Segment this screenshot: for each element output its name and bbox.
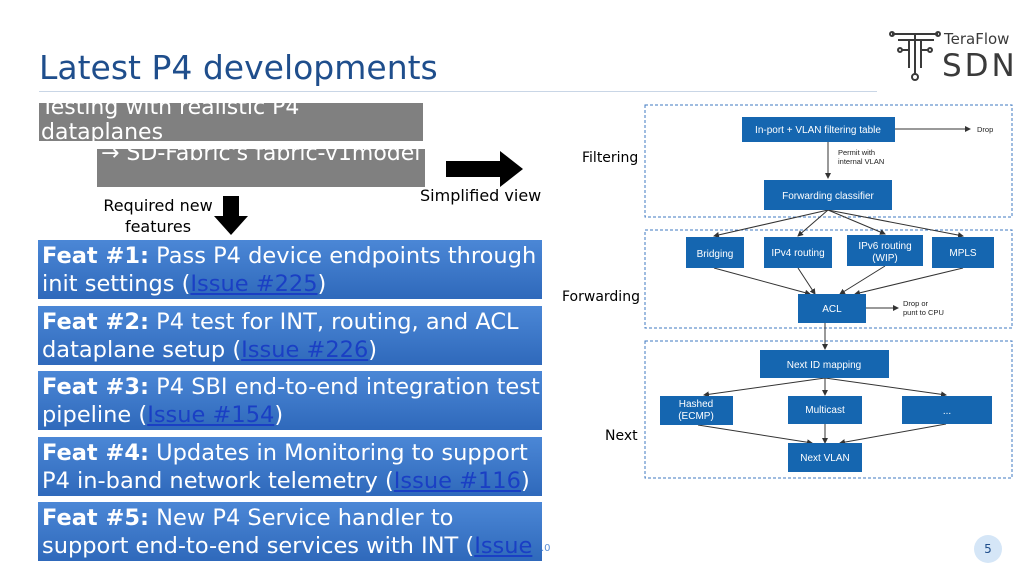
next-vlan-text: Next VLAN bbox=[800, 453, 849, 464]
page-number-badge: 5 bbox=[974, 535, 1002, 563]
page-title: Latest P4 developments bbox=[39, 48, 438, 87]
feature-box-3: Feat #3: P4 SBI end-to-end integration t… bbox=[38, 371, 542, 430]
acl-box bbox=[798, 294, 866, 323]
forwarding-stage-frame bbox=[644, 229, 1013, 329]
multicast-text: Multicast bbox=[805, 405, 845, 416]
sd-fabric-box: → SD-Fabric's fabric-v1model bbox=[97, 149, 425, 187]
permit-text-1: Permit with bbox=[838, 148, 875, 157]
ipv4-routing-box bbox=[764, 237, 832, 268]
issue-link[interactable]: Issue #118 bbox=[474, 533, 533, 559]
ellipsis-text: ... bbox=[943, 406, 951, 417]
feature-label: Feat #2: bbox=[42, 309, 149, 335]
feature-text: Updates in Monitoring to support P4 in-b… bbox=[42, 440, 528, 494]
feature-box-2: Feat #2: P4 test for INT, routing, and A… bbox=[38, 306, 542, 365]
feature-close: ) bbox=[520, 468, 530, 494]
hashed-text-2: (ECMP) bbox=[678, 411, 714, 422]
right-arrow-icon bbox=[446, 151, 523, 187]
issue-link[interactable]: Issue #226 bbox=[241, 337, 369, 363]
bridging-text: Bridging bbox=[697, 249, 734, 260]
drop-text: Drop bbox=[977, 125, 993, 134]
feature-text: New P4 Service handler to support end-to… bbox=[42, 505, 475, 559]
filtering-stage-frame bbox=[644, 104, 1013, 218]
forwarding-classifier-box bbox=[764, 180, 892, 210]
multicast-box bbox=[788, 396, 862, 424]
drop-punt-text-1: Drop or bbox=[903, 299, 929, 308]
mpls-text: MPLS bbox=[949, 248, 977, 259]
simplified-view-label: Simplified view bbox=[420, 186, 542, 205]
bridging-box bbox=[686, 237, 744, 268]
next-stage-frame bbox=[644, 340, 1013, 479]
title-divider bbox=[39, 91, 877, 92]
inport-vlan-table-box bbox=[742, 117, 895, 142]
feature-label: Feat #4: bbox=[42, 440, 149, 466]
sd-fabric-text: → SD-Fabric's fabric-v1model bbox=[101, 149, 421, 166]
issue-link[interactable]: Issue #225 bbox=[190, 271, 318, 297]
ipv6-routing-box bbox=[847, 235, 923, 266]
testing-header-text: Testing with realistic P4 dataplanes bbox=[41, 103, 300, 141]
inport-vlan-table-text: In-port + VLAN filtering table bbox=[755, 125, 881, 136]
feature-text: P4 SBI end-to-end integration test pipel… bbox=[42, 374, 540, 428]
feature-close: ) bbox=[317, 271, 327, 297]
stage-label-forwarding: Forwarding bbox=[562, 289, 640, 305]
feature-box-5: Feat #5: New P4 Service handler to suppo… bbox=[38, 502, 542, 561]
next-id-mapping-text: Next ID mapping bbox=[787, 360, 861, 371]
drop-punt-text-2: punt to CPU bbox=[903, 308, 944, 317]
testing-header-box: Testing with realistic P4 dataplanes bbox=[39, 103, 423, 141]
down-arrow-icon bbox=[214, 196, 248, 235]
feature-label: Feat #3: bbox=[42, 374, 149, 400]
stage-label-next: Next bbox=[605, 428, 638, 444]
forwarding-classifier-text: Forwarding classifier bbox=[782, 191, 874, 202]
required-features-label: Required new features bbox=[103, 196, 213, 236]
feature-text: Pass P4 device endpoints through init se… bbox=[42, 243, 537, 297]
feature-label: Feat #5: bbox=[42, 505, 149, 531]
next-vlan-box bbox=[788, 443, 862, 472]
feature-box-4: Feat #4: Updates in Monitoring to suppor… bbox=[38, 437, 542, 496]
permit-text-2: internal VLAN bbox=[838, 157, 884, 166]
logo-text-sdn: SDN bbox=[942, 48, 1018, 84]
feature-text: P4 test for INT, routing, and ACL datapl… bbox=[42, 309, 519, 363]
feature-close: ) bbox=[368, 337, 378, 363]
next-id-mapping-box bbox=[760, 350, 889, 378]
ipv6-routing-text-2: (WIP) bbox=[872, 253, 898, 264]
issue-link[interactable]: Issue #154 bbox=[147, 402, 275, 428]
issue-link[interactable]: Issue #116 bbox=[393, 468, 521, 494]
feature-box-1: Feat #1: Pass P4 device endpoints throug… bbox=[38, 240, 542, 299]
logo-text-teraflow: TeraFlow bbox=[944, 30, 1010, 48]
stage-label-filtering: Filtering bbox=[582, 150, 639, 166]
ipv4-routing-text: IPv4 routing bbox=[771, 248, 824, 259]
hashed-ecmp-box bbox=[660, 396, 733, 425]
teraflow-logo-icon bbox=[889, 31, 941, 81]
ellipsis-box bbox=[902, 396, 992, 424]
feature-close: ) bbox=[274, 402, 284, 428]
acl-text: ACL bbox=[822, 304, 842, 315]
mpls-box bbox=[932, 237, 994, 268]
pipeline-diagram: In-port + VLAN filtering table Forwardin… bbox=[644, 104, 1013, 479]
feature-label: Feat #1: bbox=[42, 243, 149, 269]
hashed-text-1: Hashed bbox=[679, 399, 713, 410]
ipv6-routing-text-1: IPv6 routing bbox=[858, 241, 911, 252]
partial-link-text[interactable]: .0 bbox=[541, 543, 551, 554]
